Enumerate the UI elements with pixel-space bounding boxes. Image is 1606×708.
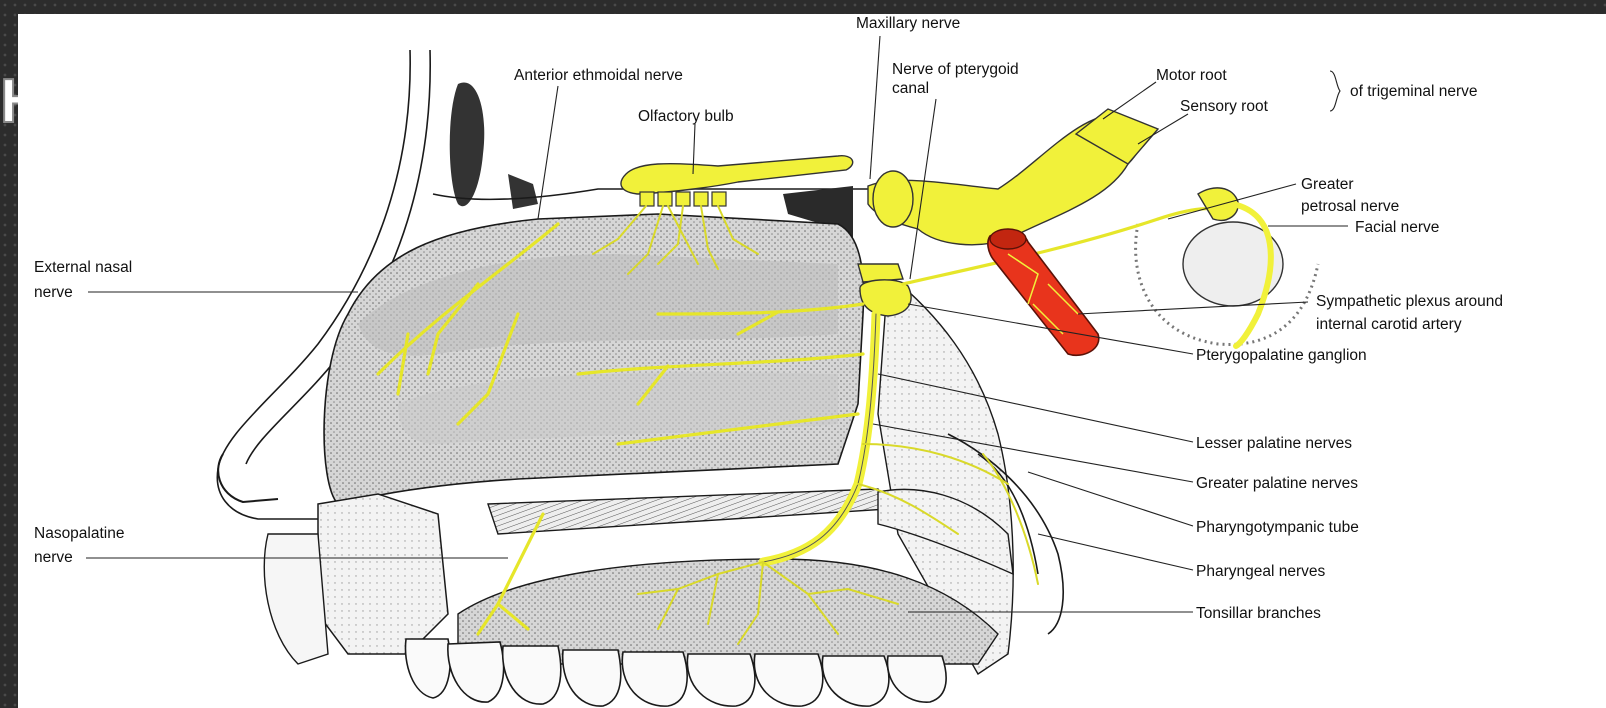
label-motor-root: Motor root [1156,67,1227,84]
label-nerve-of-pterygoid-canal-line2: canal [892,80,929,97]
internal-carotid-artery [988,229,1099,355]
label-pterygopalatine-ganglion: Pterygopalatine ganglion [1196,347,1367,364]
anatomy-diagram: Maxillary nerve Anterior ethmoidal nerve… [18,14,1606,708]
label-external-nasal-nerve-line1: External nasal [34,259,132,276]
label-sympathetic-plexus-line1: Sympathetic plexus around [1316,293,1503,310]
label-greater-palatine-nerves: Greater palatine nerves [1196,475,1358,492]
label-facial-nerve: Facial nerve [1355,219,1439,236]
label-greater-petrosal-nerve-line1: Greater [1301,176,1354,193]
label-sympathetic-plexus-line2: internal carotid artery [1316,316,1462,333]
label-maxillary-nerve: Maxillary nerve [856,15,960,32]
label-anterior-ethmoidal-nerve: Anterior ethmoidal nerve [514,67,683,84]
label-nasopalatine-nerve-line1: Nasopalatine [34,525,124,542]
label-tonsillar-branches: Tonsillar branches [1196,605,1321,622]
label-sensory-root: Sensory root [1180,98,1269,115]
label-greater-petrosal-nerve-line2: petrosal nerve [1301,198,1399,215]
diagram-canvas: Maxillary nerve Anterior ethmoidal nerve… [18,14,1606,708]
label-of-trigeminal-nerve: of trigeminal nerve [1350,83,1478,100]
label-olfactory-bulb: Olfactory bulb [638,108,734,125]
label-pharyngotympanic-tube: Pharyngotympanic tube [1196,519,1359,536]
label-lesser-palatine-nerves: Lesser palatine nerves [1196,435,1352,452]
nasal-cavity-drawing [217,50,1318,706]
label-nasopalatine-nerve-line2: nerve [34,549,73,566]
label-nerve-of-pterygoid-canal-line1: Nerve of pterygoid [892,61,1019,78]
label-pharyngeal-nerves: Pharyngeal nerves [1196,563,1325,580]
frontal-sinus [450,82,485,206]
upper-lip [318,494,448,654]
label-external-nasal-nerve-line2: nerve [34,284,73,301]
